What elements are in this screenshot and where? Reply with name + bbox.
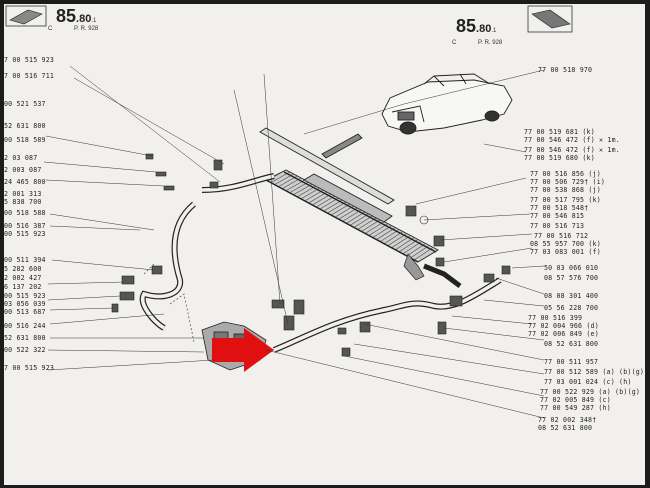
part-number-left: 7 00 515 923 — [4, 56, 55, 64]
part-number-left: 00 516 387 — [4, 222, 46, 230]
part-number-right: 77 00 546 472 (f) ✕ 1m. — [524, 146, 620, 154]
part-number-right: 77 00 522 929 (a) (b)(g) — [540, 388, 641, 396]
part-number-left: 00 511 394 — [4, 256, 46, 264]
thumbnail-radiator-left — [5, 5, 47, 27]
part-number-right: 08 52 631 800 — [544, 340, 599, 348]
part-number-left: 7 00 516 711 — [4, 72, 55, 80]
exploded-parts-diagram — [5, 5, 573, 419]
part-number-right: 08 55 957 700 (k) — [530, 240, 601, 248]
part-number-right: 77 00 517 795 (k) — [530, 196, 601, 204]
part-number-right: 77 00 538 868 (j) — [530, 186, 601, 194]
sheet-right: .1 — [491, 28, 497, 34]
part-number-left: 2 001 313 — [4, 190, 42, 198]
pr-label-left: P. R. 928 — [74, 26, 99, 32]
part-number-right: 77 02 006 849 (e) — [528, 330, 599, 338]
page-number-right: 85 — [456, 16, 477, 36]
c-label-right: C — [452, 40, 457, 46]
part-number-right: 77 00 519 681 (k) — [524, 128, 595, 136]
part-number-left: 52 631 800 — [4, 334, 46, 342]
part-number-left: 00 518 588 — [4, 209, 46, 217]
leader-lines — [43, 65, 545, 419]
part-number-left: 2 002 427 — [4, 274, 42, 282]
radiator-top-strips — [259, 127, 395, 223]
part-number-right: 77 00 518 548† — [530, 204, 589, 212]
pr-label-right: P. R. 928 — [478, 40, 503, 46]
part-number-left: 00 515 923 — [4, 230, 46, 238]
part-number-right: 77 00 549 287 (h) — [540, 404, 611, 412]
header-left: 85.80.1 — [56, 6, 96, 27]
part-number-left: 00 521 537 — [4, 100, 46, 108]
part-number-left: 2 003 087 — [4, 166, 42, 174]
dotted-guide-lines — [143, 263, 195, 343]
part-number-left: 7 00 515 923 — [4, 364, 55, 372]
part-number-right: 08 52 631 800 — [538, 424, 593, 432]
part-number-right: 05 56 228 700 — [544, 304, 599, 312]
part-number-left: 5 838 700 — [4, 198, 42, 206]
page-sub-left: .80 — [76, 13, 92, 25]
part-number-right: 77 00 518 970 — [538, 66, 593, 74]
part-number-right: 77 00 512 589 (a) (b)(g) — [544, 368, 645, 376]
part-number-right: 77 00 516 712 — [534, 232, 589, 240]
radiator-core — [265, 169, 439, 281]
part-number-right: 77 00 516 713 — [530, 222, 585, 230]
part-number-left: 00 518 589 — [4, 136, 46, 144]
catalog-page: 85.80.1 C P. R. 928 85.80.1 C P. R. 928 … — [4, 4, 645, 485]
part-number-right: 50 03 066 010 — [544, 264, 599, 272]
part-number-right: 08 57 576 700 — [544, 274, 599, 282]
part-number-right: 77 00 511 957 — [544, 358, 599, 366]
c-label-left: C — [48, 26, 53, 32]
part-number-right: 77 00 506 729† (i) — [530, 178, 606, 186]
part-number-left: 00 516 244 — [4, 322, 46, 330]
part-number-left: 00 515 923 — [4, 292, 46, 300]
part-number-left: 24 465 800 — [4, 178, 46, 186]
part-number-left: 5 282 600 — [4, 265, 42, 273]
part-number-right: 77 03 083 001 (f) — [530, 248, 601, 256]
part-number-right: 77 00 519 680 (k) — [524, 154, 595, 162]
sheet-left: .1 — [91, 18, 97, 24]
part-number-right: 77 02 005 849 (c) — [540, 396, 611, 404]
part-number-left: 2 03 087 — [4, 154, 38, 162]
part-number-right: 77 00 516 399 — [528, 314, 583, 322]
part-number-right: 77 00 546 472 (f) ✕ 1m. — [524, 136, 620, 144]
part-number-right: 08 08 301 400 — [544, 292, 599, 300]
page-sub-right: .80 — [476, 23, 492, 35]
part-number-right: 77 03 001 024 (c) (h) — [544, 378, 632, 386]
header-right: 85.80.1 — [456, 16, 496, 37]
part-number-right: 77 02 004 966 (d) — [528, 322, 599, 330]
coolant-hoses — [139, 173, 502, 353]
part-number-left: 03 056 039 — [4, 300, 46, 308]
part-number-left: 00 513 687 — [4, 308, 46, 316]
car-illustration — [381, 73, 513, 135]
thumbnail-radiator-right — [527, 5, 573, 33]
part-number-right: 77 00 546 815 — [530, 212, 585, 220]
part-number-left: 52 631 800 — [4, 122, 46, 130]
part-number-right: 77 00 516 856 (j) — [530, 170, 601, 178]
part-number-left: 00 522 322 — [4, 346, 46, 354]
part-number-right: 77 02 002 348† — [538, 416, 597, 424]
page-number-left: 85 — [56, 6, 77, 26]
red-arrow — [212, 328, 274, 372]
part-number-left: 6 137 202 — [4, 283, 42, 291]
